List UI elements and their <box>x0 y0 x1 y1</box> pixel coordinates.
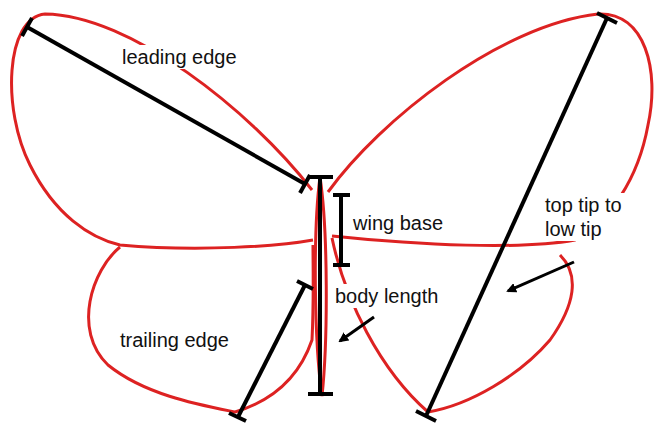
measurement-label: body length <box>333 284 440 308</box>
end-tick <box>416 411 436 421</box>
end-tick <box>333 263 350 267</box>
body <box>315 177 326 396</box>
body-length-line <box>318 177 322 394</box>
pointer-arrow <box>508 262 574 291</box>
end-tick <box>597 13 617 23</box>
end-tick <box>297 281 313 289</box>
end-tick <box>22 18 32 36</box>
right-hindwing <box>332 238 572 412</box>
left-forewing <box>12 14 313 248</box>
measurement-label: leading edge <box>120 45 239 69</box>
leading-edge-line <box>27 27 305 184</box>
pointer-arrow <box>340 317 374 341</box>
measurement-label: top tip to low tip <box>543 193 651 241</box>
end-tick <box>229 413 246 421</box>
left-hindwing <box>89 245 314 412</box>
measurement-label: trailing edge <box>118 328 231 352</box>
end-tick <box>308 175 333 179</box>
end-tick <box>308 392 333 396</box>
measurement-label: wing base <box>351 211 445 235</box>
end-tick <box>333 193 350 197</box>
wing-base-line <box>339 195 343 265</box>
right-forewing <box>328 14 652 246</box>
trailing-edge-line <box>238 285 305 417</box>
